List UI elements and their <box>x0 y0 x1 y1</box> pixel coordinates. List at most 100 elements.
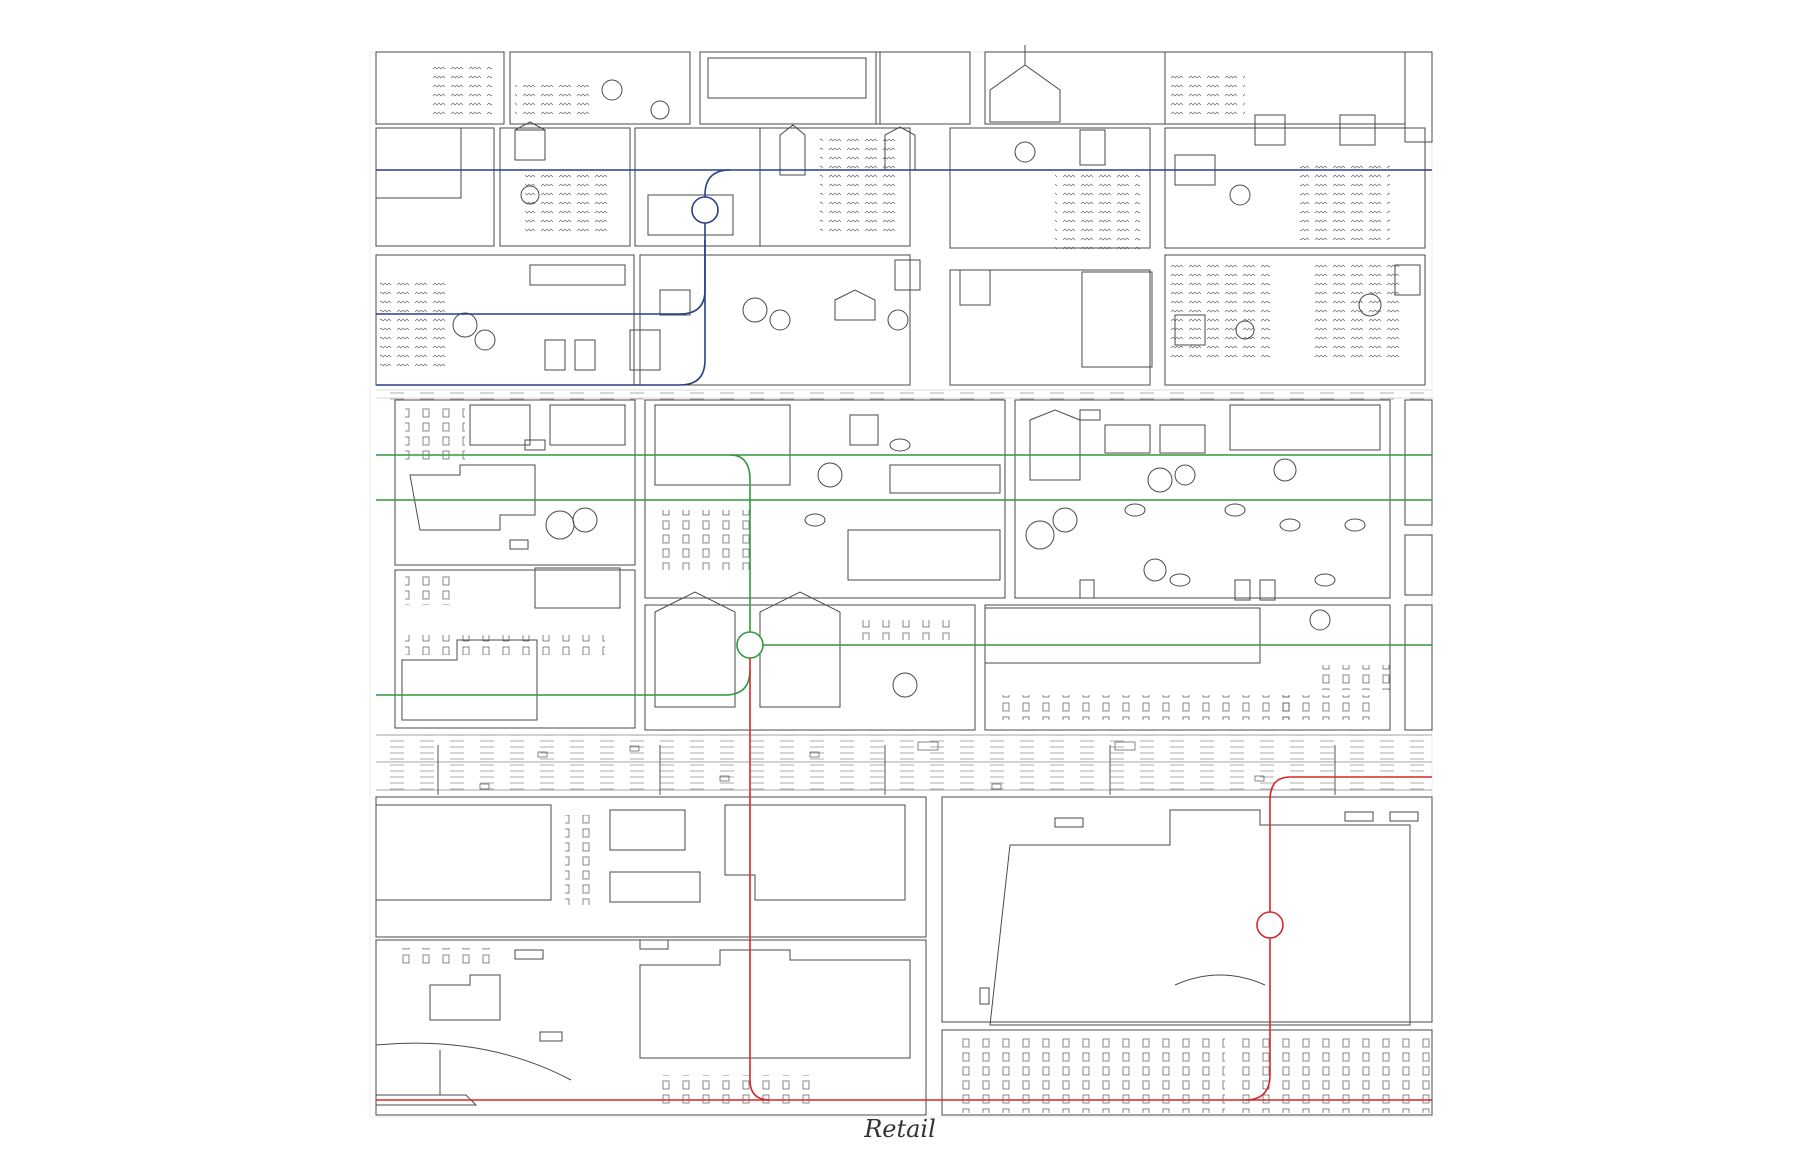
block <box>499 127 631 247</box>
house-icon <box>1079 129 1106 166</box>
umbrella-table <box>1169 573 1191 587</box>
block <box>941 1029 1433 1116</box>
store-building <box>1229 404 1381 451</box>
field <box>1170 260 1270 360</box>
tree-icon <box>601 79 623 101</box>
block <box>1404 604 1433 731</box>
truck-icon <box>1079 409 1101 421</box>
parking-lot <box>855 620 960 640</box>
house-icon <box>1254 114 1286 146</box>
tree-icon <box>1235 320 1255 340</box>
store-building <box>849 414 879 446</box>
tree-icon <box>650 100 670 120</box>
block <box>644 399 1006 599</box>
truck-icon <box>979 987 990 1005</box>
house-icon <box>894 259 921 291</box>
tree-icon <box>892 672 918 698</box>
car-icon <box>537 751 548 758</box>
house-icon <box>574 339 596 371</box>
truck-icon <box>1259 579 1276 601</box>
tree-icon <box>545 510 575 540</box>
block <box>949 269 1151 386</box>
store-building <box>654 591 736 708</box>
truck-icon <box>1389 811 1419 822</box>
house-icon <box>779 124 806 176</box>
truck-icon <box>524 439 546 451</box>
umbrella-table <box>1314 573 1336 587</box>
store-building <box>654 404 791 486</box>
block <box>375 51 505 125</box>
store-entrance <box>1174 974 1266 986</box>
parking-lot <box>655 510 755 570</box>
house-icon <box>1339 114 1376 146</box>
green-station-circle-icon[interactable] <box>736 631 764 659</box>
parking-lot <box>990 695 1300 720</box>
tree-icon <box>1174 464 1196 486</box>
tree-icon <box>1273 458 1297 482</box>
figure-caption: Retail <box>864 1115 936 1143</box>
megastore-building <box>989 809 1411 1026</box>
store-building <box>549 404 626 446</box>
red-station-circle-icon[interactable] <box>1256 911 1284 939</box>
car-icon <box>1254 775 1265 782</box>
access-road <box>375 1042 572 1081</box>
house-icon <box>959 269 991 306</box>
store-building <box>429 974 501 1021</box>
store-building <box>609 809 686 851</box>
car-icon <box>809 751 820 758</box>
house-icon <box>544 339 566 371</box>
house-icon <box>659 289 691 316</box>
block <box>1164 127 1426 249</box>
truck-icon <box>1114 741 1136 751</box>
block <box>1164 254 1426 386</box>
block <box>639 254 911 386</box>
field <box>515 85 595 115</box>
parking-lot <box>1270 695 1380 720</box>
block <box>644 604 976 731</box>
tree-icon <box>452 312 478 338</box>
blue-transit-line <box>376 169 1432 386</box>
store-building <box>847 529 1001 581</box>
highway <box>376 734 1432 795</box>
blue-station-circle-icon[interactable] <box>691 196 719 224</box>
block <box>375 127 495 247</box>
parking-lot <box>395 948 495 968</box>
store-building <box>1159 424 1206 454</box>
parking-lot <box>1125 1038 1225 1113</box>
parking-lot <box>405 575 450 605</box>
tree-icon <box>887 309 909 331</box>
store-building <box>1029 409 1081 481</box>
umbrella-table <box>804 513 826 527</box>
field <box>525 175 610 235</box>
commercial-district <box>394 399 1433 731</box>
tree-icon <box>1309 609 1331 631</box>
umbrella-table <box>889 438 911 452</box>
tree-icon <box>1052 507 1078 533</box>
block <box>1404 399 1433 526</box>
car-icon <box>479 783 490 790</box>
truck-icon <box>917 741 939 751</box>
tree-icon <box>1143 558 1167 582</box>
parking-lot <box>405 408 465 463</box>
warehouse <box>1081 271 1153 368</box>
tree-icon <box>520 185 540 205</box>
block <box>875 51 971 125</box>
store-building <box>469 404 531 446</box>
field <box>820 135 900 235</box>
store-building <box>984 607 1261 664</box>
parking-lot <box>1240 1038 1330 1113</box>
field <box>1300 160 1390 240</box>
truck-icon <box>509 539 529 550</box>
store-building <box>724 804 906 901</box>
block <box>949 127 1151 249</box>
block <box>394 399 636 566</box>
store-building <box>889 464 1001 494</box>
street <box>376 388 1432 400</box>
tree-icon <box>1014 141 1036 163</box>
store-building <box>639 949 911 1059</box>
parking-lot <box>960 1038 1030 1113</box>
field <box>1310 260 1405 360</box>
truck-icon <box>539 1031 563 1042</box>
warehouse <box>707 57 867 99</box>
red-transit-line <box>376 658 1432 1101</box>
